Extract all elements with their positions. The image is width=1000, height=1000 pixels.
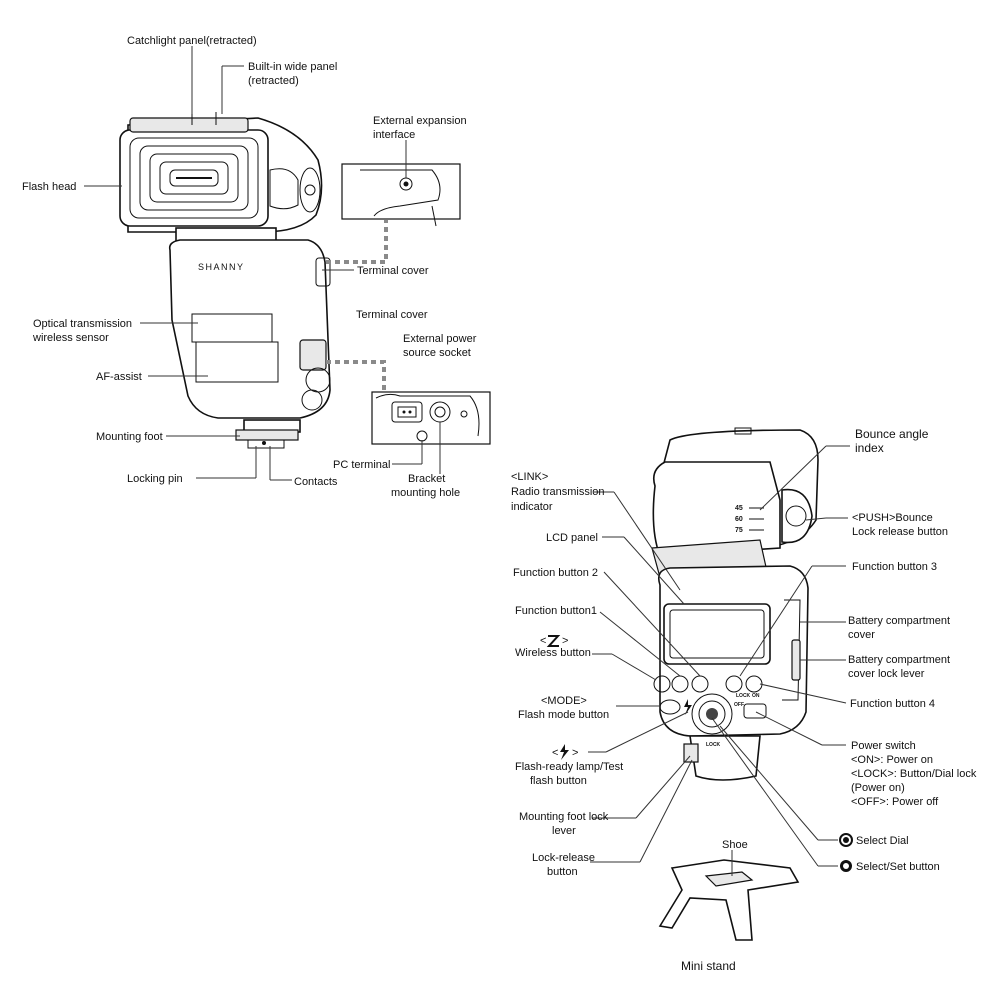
label-terminal-cover-2: Terminal cover (356, 309, 428, 321)
label-bounce-2: index (855, 441, 884, 455)
label-bracket: Bracket (408, 473, 445, 485)
label-wide-panel: Built-in wide panel (248, 61, 337, 73)
label-bracket-2: mounting hole (391, 487, 460, 499)
label-ready-gt: > (572, 747, 578, 759)
label-ext-power: External power (403, 333, 477, 345)
label-wireless-gt: > (562, 635, 568, 647)
label-ext-interface-2: interface (373, 129, 415, 141)
label-fn3: Function button 3 (852, 561, 937, 573)
rear-flash-labels: Bounce angle index <LINK> Radio transmis… (511, 427, 977, 973)
inset-power-socket (371, 391, 491, 445)
rear-flash-head: 45 60 75 (651, 427, 819, 593)
rear-flash-body: LOCK ON OFF (653, 565, 809, 737)
label-power-3: <LOCK>: Button/Dial lock (851, 768, 977, 780)
label-wireless: Wireless button (515, 647, 591, 659)
label-ready-2: flash button (530, 775, 587, 787)
angle-45: 45 (735, 505, 743, 512)
label-fn1: Function button1 (515, 605, 597, 617)
label-push: <PUSH>Bounce (852, 512, 933, 524)
label-foot-lock: Mounting foot lock (519, 811, 609, 823)
lock-mark: LOCK (736, 693, 751, 699)
label-power-4: (Power on) (851, 782, 905, 794)
flash-head (119, 112, 323, 233)
label-power-5: <OFF>: Power off (851, 796, 939, 808)
flash-body: SHANNY (168, 239, 331, 419)
lcd-panel (663, 603, 771, 665)
brand-logo: SHANNY (198, 262, 245, 272)
label-pc-terminal: PC terminal (333, 459, 390, 471)
label-ready-lt: < (552, 747, 558, 759)
label-select-set: Select/Set button (856, 861, 940, 873)
mounting-foot (235, 419, 301, 449)
label-battery-cover-2: cover (848, 629, 875, 641)
lightning-icon (684, 699, 692, 715)
label-battery-cover: Battery compartment (848, 615, 950, 627)
label-power: Power switch (851, 740, 916, 752)
lock-foot-mark: LOCK (706, 742, 721, 748)
label-lcd: LCD panel (546, 532, 598, 544)
mini-stand (658, 850, 800, 941)
off-mark: OFF (734, 702, 744, 708)
label-select-dial: Select Dial (856, 835, 909, 847)
label-mode-2: Flash mode button (518, 709, 609, 721)
label-bounce: Bounce angle (855, 427, 929, 441)
label-mode: <MODE> (541, 695, 587, 707)
label-power-2: <ON>: Power on (851, 754, 933, 766)
label-link: <LINK> (511, 471, 548, 483)
wireless-button-shape (653, 675, 671, 693)
angle-75: 75 (735, 527, 743, 534)
label-shoe: Shoe (722, 839, 748, 851)
af-assist-window (195, 341, 279, 383)
fn3-button-shape (725, 675, 743, 693)
label-ext-power-2: source socket (403, 347, 471, 359)
on-mark: ON (752, 693, 760, 699)
label-fn4: Function button 4 (850, 698, 935, 710)
label-mini-stand: Mini stand (681, 959, 736, 973)
label-optical-2: wireless sensor (32, 332, 109, 344)
top-flash-illustration: SHANNY (84, 46, 491, 481)
label-link-3: indicator (511, 501, 553, 513)
label-wireless-lt: < (540, 635, 546, 647)
label-catchlight: Catchlight panel(retracted) (127, 35, 257, 47)
inset-expansion-interface (341, 163, 461, 227)
label-ext-interface: External expansion (373, 115, 467, 127)
label-locking-pin: Locking pin (127, 473, 183, 485)
label-mounting-foot: Mounting foot (96, 431, 163, 443)
label-push-2: Lock release button (852, 526, 948, 538)
label-foot-lock-2: lever (552, 825, 576, 837)
label-optical: Optical transmission (33, 318, 132, 330)
label-contacts: Contacts (294, 476, 338, 488)
label-flash-head: Flash head (22, 181, 76, 193)
select-dial-shape (691, 693, 733, 735)
wireless-z-icon (546, 635, 561, 647)
label-lock-release: Lock-release (532, 852, 595, 864)
rear-mounting-foot: LOCK (683, 735, 761, 781)
label-ready: Flash-ready lamp/Test (515, 761, 623, 773)
lightning-icon-label (560, 744, 569, 760)
label-fn2: Function button 2 (513, 567, 598, 579)
label-battery-lock: Battery compartment (848, 654, 950, 666)
label-link-2: Radio transmission (511, 486, 605, 498)
rear-flash-illustration: 45 60 75 (546, 427, 853, 941)
label-wide-panel-2: (retracted) (248, 75, 299, 87)
label-terminal-cover-1: Terminal cover (357, 265, 429, 277)
mode-button-shape (659, 699, 681, 715)
select-dial-icon (839, 833, 853, 847)
select-set-icon (840, 860, 852, 872)
label-af-assist: AF-assist (96, 371, 142, 383)
top-flash-labels: Catchlight panel(retracted) Built-in wid… (22, 35, 477, 499)
label-battery-lock-2: cover lock lever (848, 668, 925, 680)
angle-60: 60 (735, 516, 743, 523)
label-lock-release-2: button (547, 866, 578, 878)
